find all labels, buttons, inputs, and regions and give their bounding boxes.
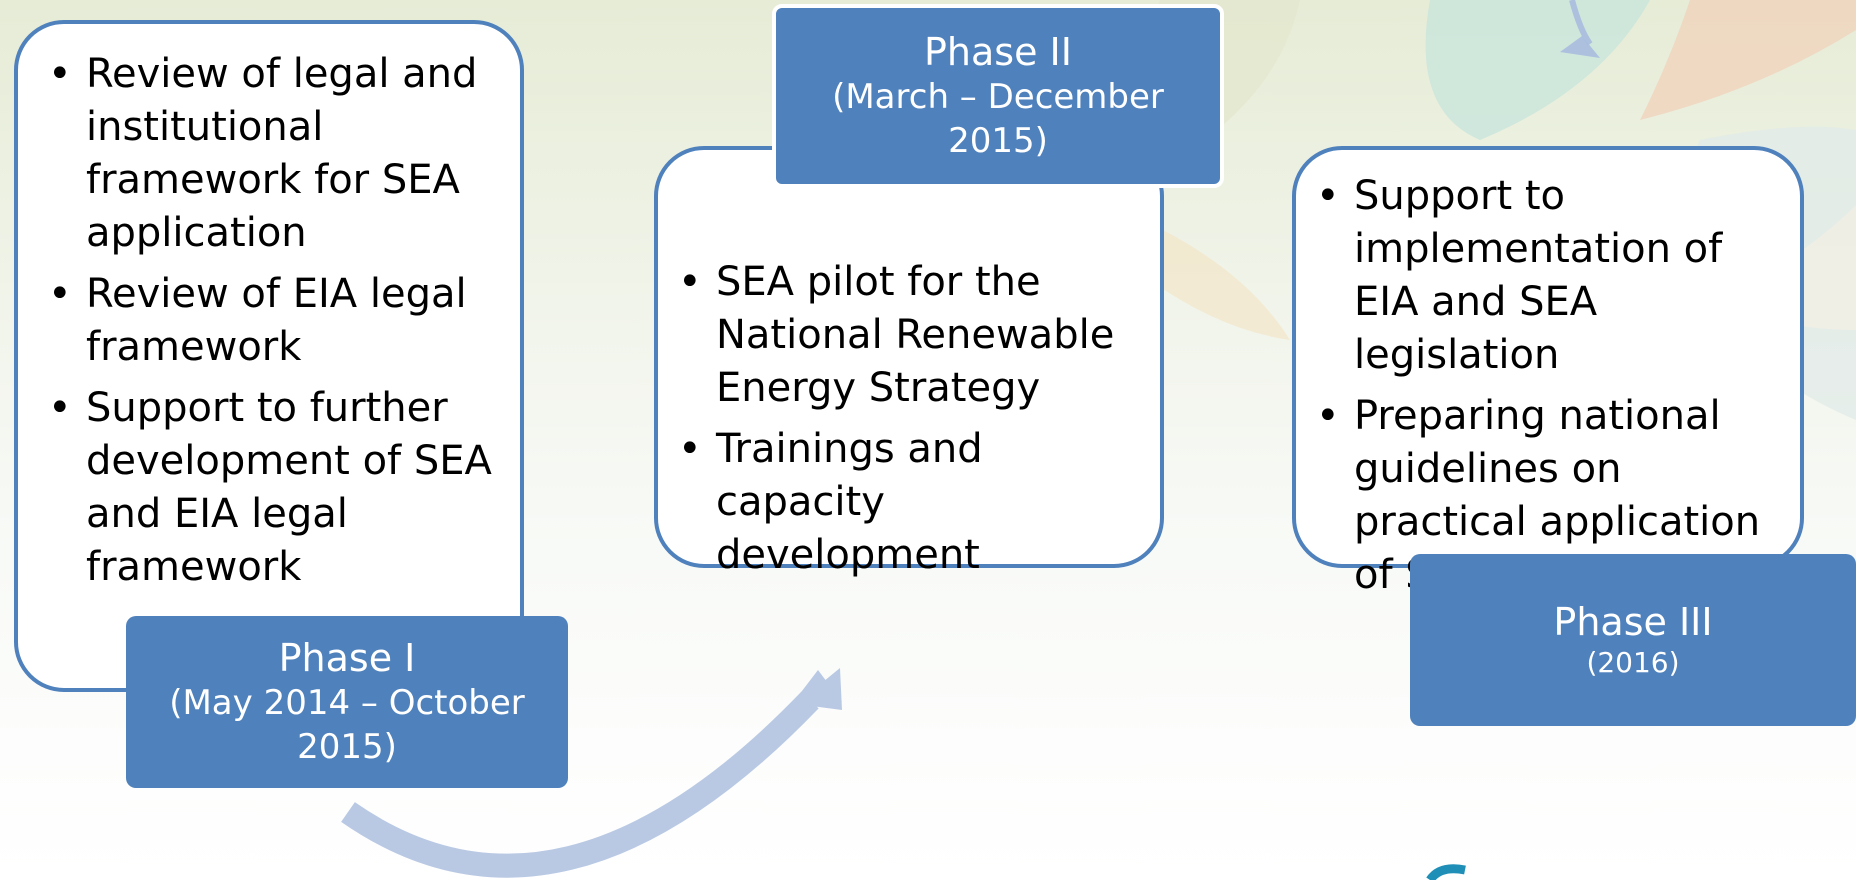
phase-3-bullet-list: Support to implementation of EIA and SEA… bbox=[1316, 170, 1786, 602]
phase-3-label: Phase III (2016) bbox=[1410, 554, 1856, 726]
phase-2-title: Phase II bbox=[924, 30, 1072, 74]
phase-3-item-1: Support to implementation of EIA and SEA… bbox=[1316, 170, 1786, 382]
phase-1-bullet-list: Review of legal and institutional framew… bbox=[48, 48, 508, 594]
phase-1-label: Phase I (May 2014 – October 2015) bbox=[126, 616, 568, 788]
phase-2-label: Phase II (March – December 2015) bbox=[772, 4, 1224, 188]
phase-2-item-2: Trainings and capacity development bbox=[678, 423, 1148, 582]
phase-2-dates: (March – December 2015) bbox=[832, 77, 1164, 161]
phase-2-bullet-list: SEA pilot for the National Renewable Ene… bbox=[678, 256, 1148, 582]
phase-1-card: Review of legal and institutional framew… bbox=[14, 20, 524, 692]
phase-3-item-2: Preparing national guidelines on practic… bbox=[1316, 390, 1786, 602]
phase-1-item-2: Review of EIA legal framework bbox=[48, 268, 508, 374]
phase-3-title: Phase III bbox=[1553, 600, 1713, 644]
phase-2-card: SEA pilot for the National Renewable Ene… bbox=[654, 146, 1164, 578]
phase-1-title: Phase I bbox=[278, 636, 416, 680]
phase-3-card: Support to implementation of EIA and SEA… bbox=[1292, 146, 1804, 598]
phase-1-item-1: Review of legal and institutional framew… bbox=[48, 48, 508, 260]
phase-1-dates: (May 2014 – October 2015) bbox=[169, 683, 525, 767]
phase-3-dates: (2016) bbox=[1586, 646, 1680, 679]
phase-2-item-1: SEA pilot for the National Renewable Ene… bbox=[678, 256, 1148, 415]
phase-1-item-3: Support to further development of SEA an… bbox=[48, 382, 508, 594]
